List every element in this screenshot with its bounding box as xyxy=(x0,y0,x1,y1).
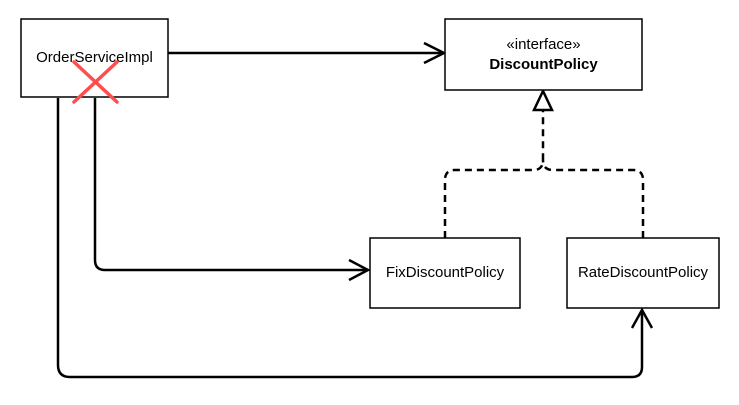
order-service-impl-label: OrderServiceImpl xyxy=(36,49,153,66)
fix-discount-policy-realization-line xyxy=(443,110,545,238)
discount-policy-name: DiscountPolicy xyxy=(489,56,598,73)
interface-box-discount-policy[interactable]: «interface» DiscountPolicy xyxy=(444,18,643,91)
rate-discount-policy-label: RateDiscountPolicy xyxy=(578,264,709,281)
arrowhead-icon xyxy=(348,258,371,282)
rate-discount-policy-realization-line xyxy=(541,159,645,238)
discount-policy-stereotype: «interface» xyxy=(506,36,580,53)
edge-order-to-rate-discount-policy xyxy=(56,98,654,379)
fix-discount-policy-label: FixDiscountPolicy xyxy=(386,264,505,281)
arrowhead-icon xyxy=(423,41,447,65)
class-box-rate-discount-policy[interactable]: RateDiscountPolicy xyxy=(566,237,720,309)
class-box-fix-discount-policy[interactable]: FixDiscountPolicy xyxy=(369,237,521,309)
arrowhead-icon xyxy=(630,307,654,329)
cross-mark-icon xyxy=(72,60,119,104)
edge-order-to-fix-discount-policy xyxy=(93,98,371,282)
edge-realization-to-discount-policy xyxy=(443,88,645,238)
edge-order-to-discount-policy xyxy=(168,41,447,65)
hollow-triangle-icon xyxy=(532,88,554,112)
